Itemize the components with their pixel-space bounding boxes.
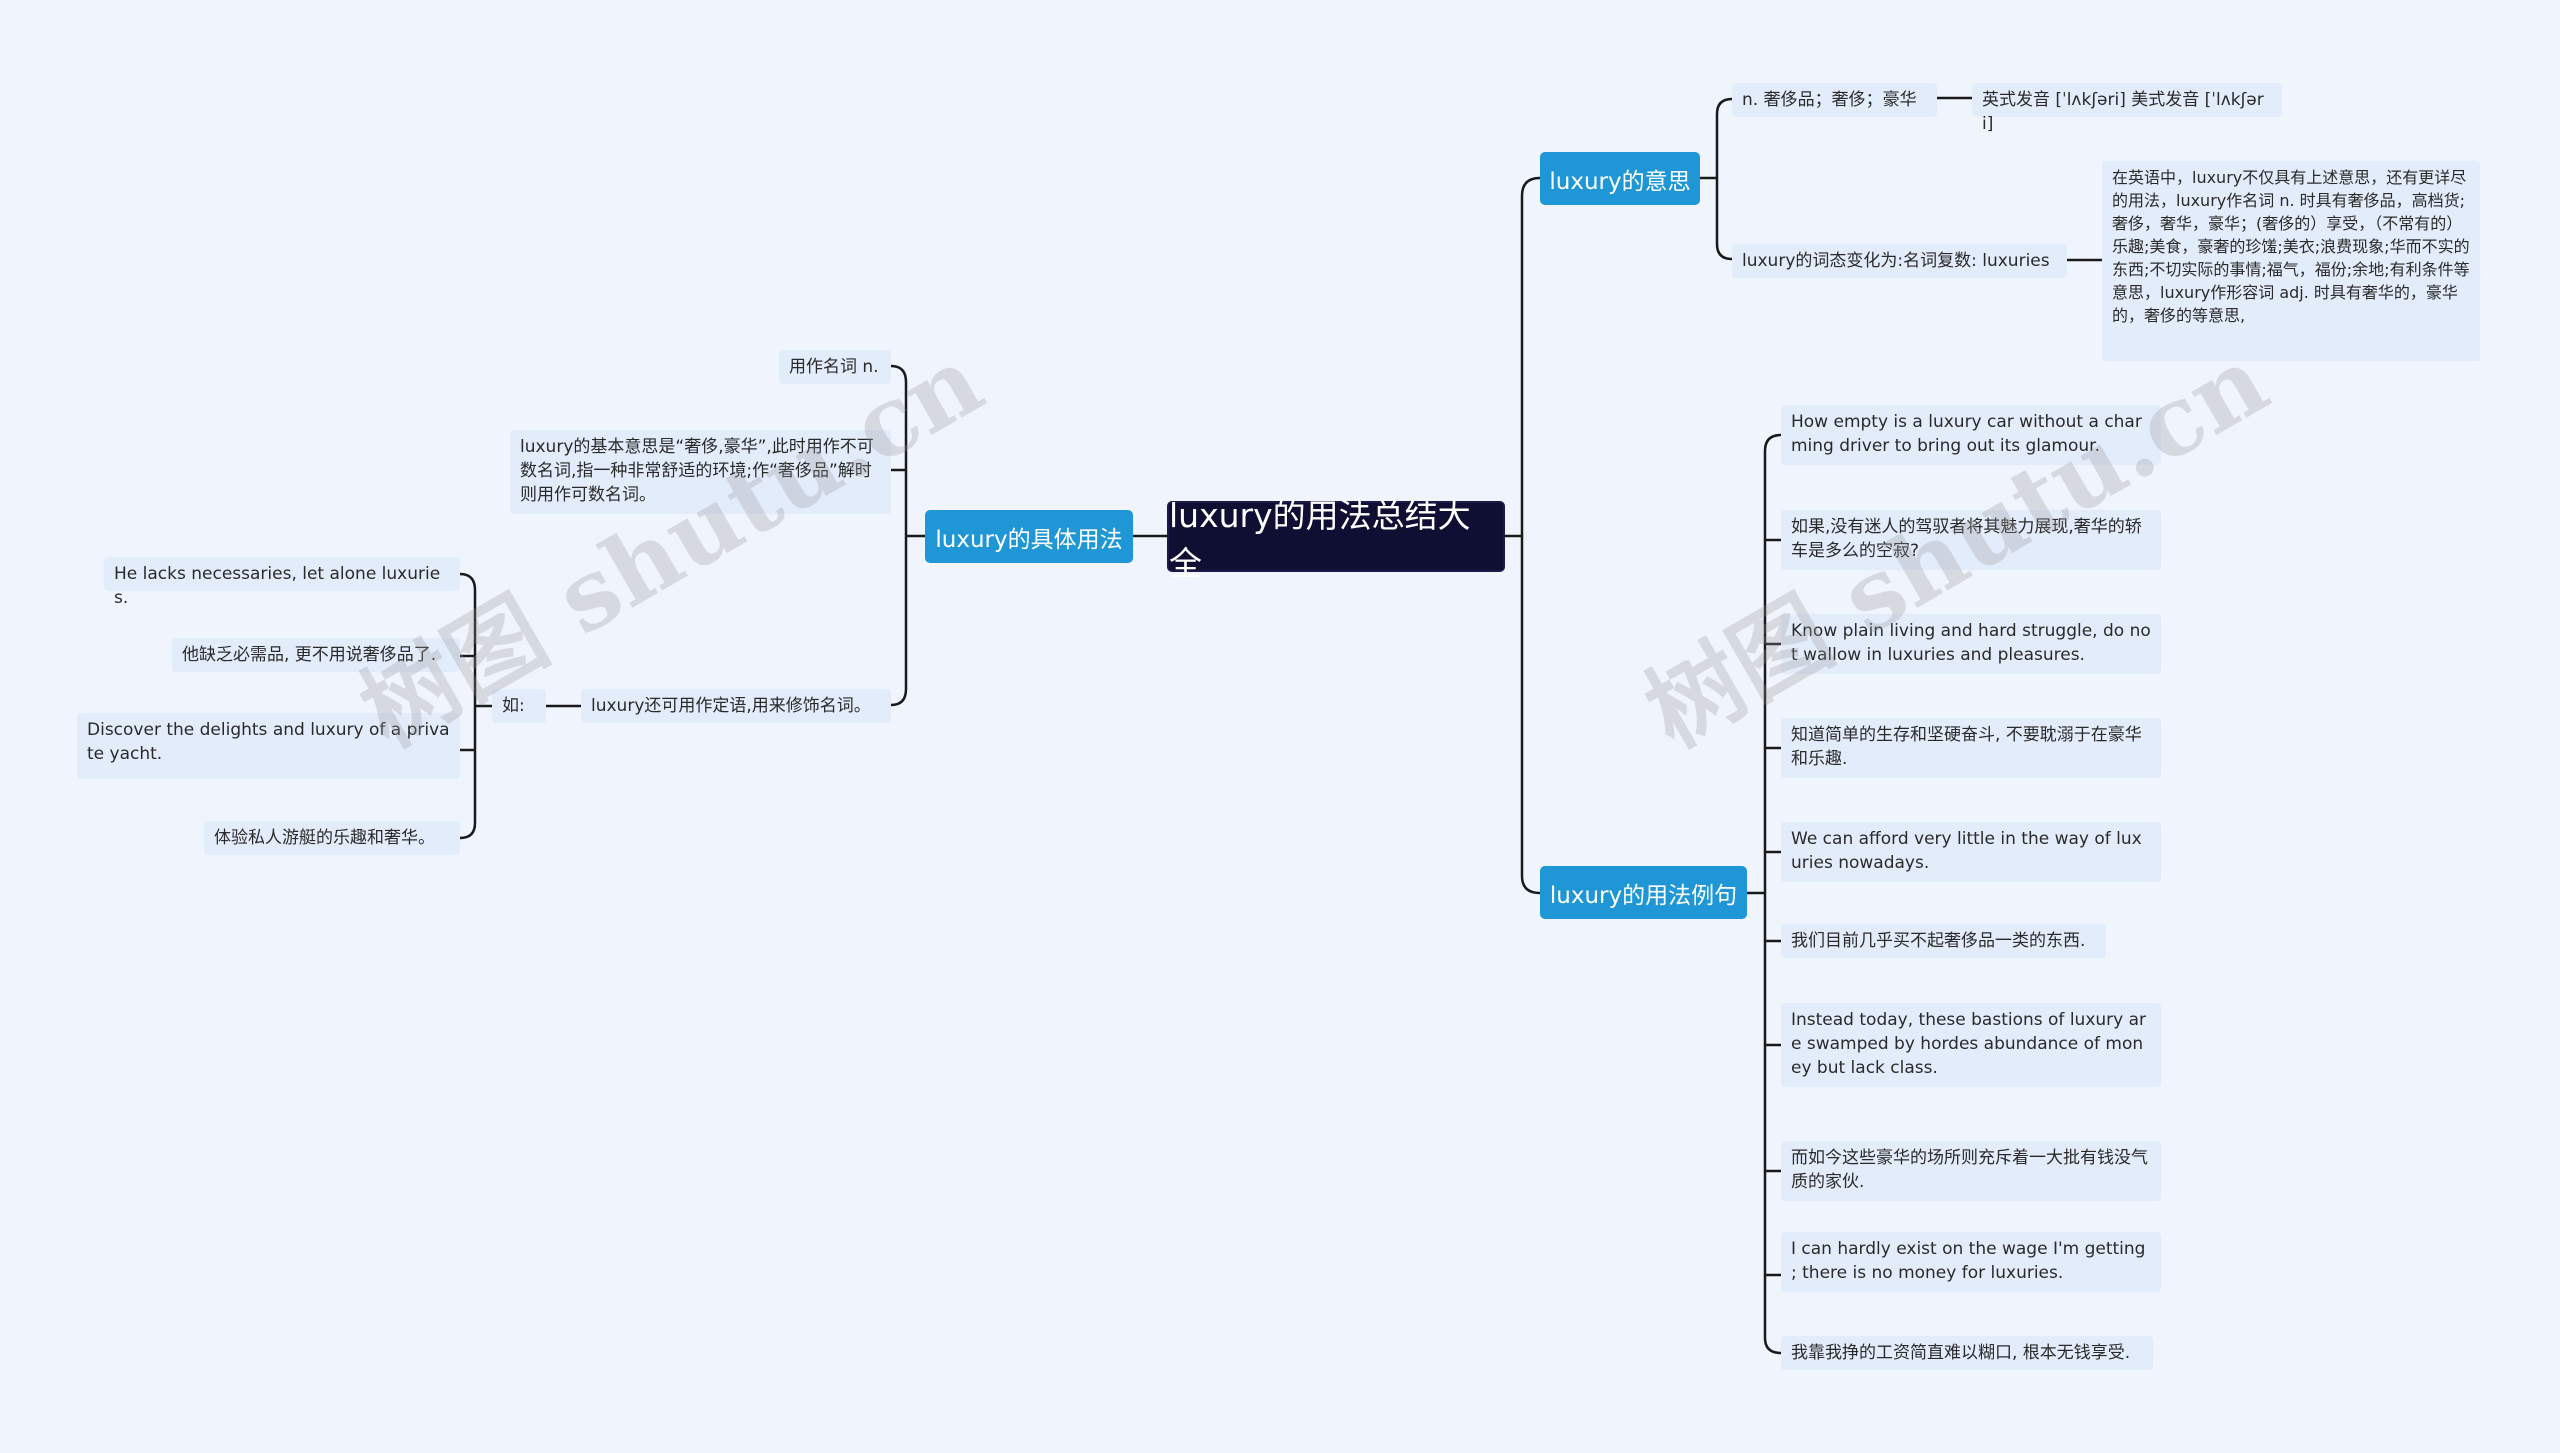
link-eg [458,572,494,840]
meaning-pos[interactable]: n. 奢侈品；奢侈；豪华 [1732,83,1937,117]
example-sentence[interactable]: 我靠我挣的工资简直难以糊口, 根本无钱享受. [1781,1336,2153,1370]
branch-meaning[interactable]: luxury的意思 [1540,152,1700,205]
branch-examples[interactable]: luxury的用法例句 [1540,866,1747,919]
usage-ex1-zh[interactable]: 他缺乏必需品, 更不用说奢侈品了. [172,638,460,672]
example-sentence[interactable]: We can afford very little in the way of … [1781,822,2161,882]
example-sentence[interactable]: 知道简单的生存和坚硬奋斗, 不要耽溺于在豪华和乐趣. [1781,718,2161,778]
usage-ex2-zh[interactable]: 体验私人游艇的乐趣和奢华。 [204,821,460,855]
example-sentence[interactable]: Instead today, these bastions of luxury … [1781,1003,2161,1087]
link-meaning [1698,97,1734,261]
usage-ex1-en[interactable]: He lacks necessaries, let alone luxuries… [104,557,460,608]
link-ex-ticks [1763,538,1783,1277]
usage-attributive[interactable]: luxury还可用作定语,用来修饰名词。 [581,689,891,723]
example-sentence[interactable]: Know plain living and hard struggle, do … [1781,614,2161,674]
link-examples [1745,433,1783,1355]
meaning-inflection[interactable]: luxury的词态变化为:名词复数: luxuries [1732,244,2067,278]
usage-noun[interactable]: 用作名词 n. [779,350,891,384]
example-sentence[interactable]: How empty is a luxury car without a char… [1781,405,2161,465]
link-usage [889,364,927,707]
example-sentence[interactable]: 而如今这些豪华的场所则充斥着一大批有钱没气质的家伙. [1781,1141,2161,1201]
usage-ex2-en[interactable]: Discover the delights and luxury of a pr… [77,713,460,779]
meaning-pronunciation[interactable]: 英式发音 [ˈlʌkʃəri] 美式发音 [ˈlʌkʃəri] [1972,83,2282,134]
usage-eg[interactable]: 如: [492,689,546,723]
usage-basic[interactable]: luxury的基本意思是“奢侈,豪华”,此时用作不可数名词,指一种非常舒适的环境… [510,430,891,514]
example-sentence[interactable]: 如果,没有迷人的驾驭者将其魅力展现,奢华的轿车是多么的空寂? [1781,510,2161,570]
root-node[interactable]: luxury的用法总结大全 [1167,496,1505,583]
example-sentence[interactable]: 我们目前几乎买不起奢侈品一类的东西. [1781,924,2106,958]
meaning-detail[interactable]: 在英语中，luxury不仅具有上述意思，还有更详尽的用法，luxury作名词 n… [2102,161,2480,361]
example-sentence[interactable]: I can hardly exist on the wage I'm getti… [1781,1232,2161,1292]
branch-usage[interactable]: luxury的具体用法 [925,510,1133,563]
link-right-trunk [1520,176,1542,895]
